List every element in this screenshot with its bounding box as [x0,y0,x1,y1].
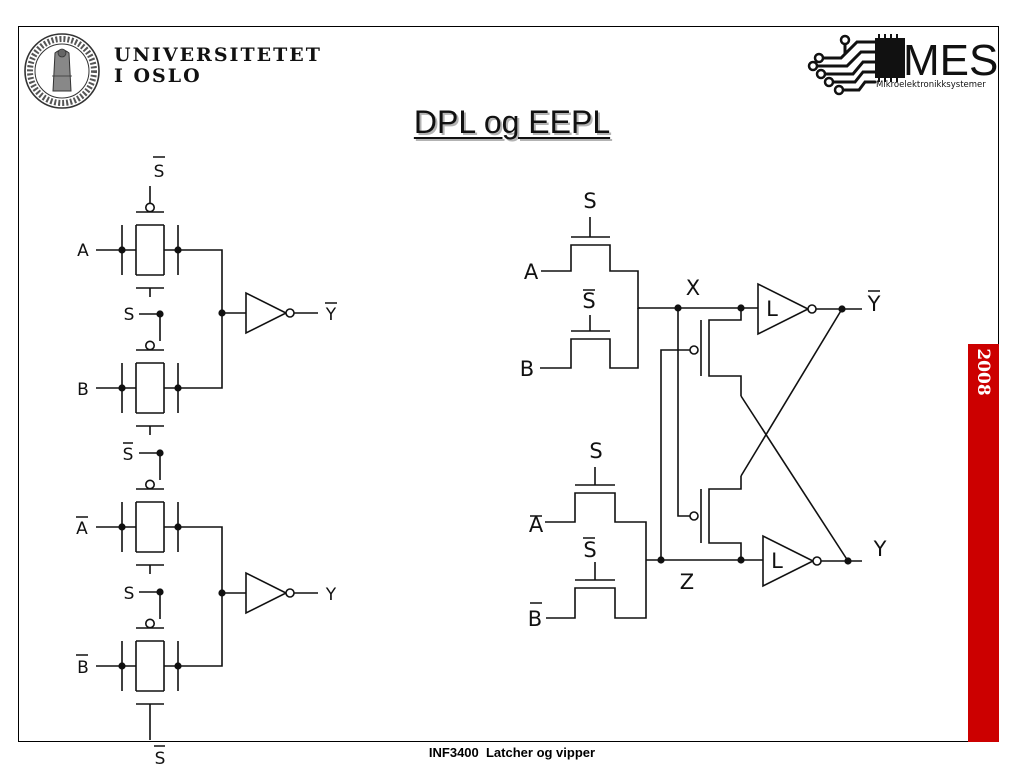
eepl-buffer-bottom [762,534,815,588]
eepl-labels: S A S B X L Y S A S B Z L Y [520,189,887,631]
dpl-label-abar: A [76,519,88,539]
university-name-line2: I OSLO [114,65,202,87]
eepl-schematic [530,217,880,619]
university-seal-icon [24,33,100,109]
mes-logo: MES Mikroelektronikksystemer [807,34,998,96]
eepl-label-sbar-bot: S [583,538,596,562]
eepl-label-x: X [686,276,700,300]
dpl-labels: S A S B S A S B S Y Y [76,162,337,768]
eepl-label-a: A [524,260,539,284]
dpl-transmission-gate-b [118,340,182,436]
eepl-label-ybar: Y [867,292,881,316]
eepl-label-y: Y [873,537,887,561]
eepl-label-l-bot: L [771,549,783,573]
year-band [968,344,999,742]
eepl-label-bbar: B [528,607,542,631]
dpl-label-out-bar: Y [325,305,337,325]
dpl-label-s1: S [124,305,135,325]
footer-text: INF3400 Latcher og vipper [428,745,596,760]
eepl-label-s-bot: S [589,439,602,463]
eepl-label-sbar-top: S [582,289,595,313]
mes-logo-subtitle: Mikroelektronikksystemer [876,80,986,90]
dpl-schematic [76,156,337,747]
eepl-label-z: Z [680,570,694,594]
eepl-label-b: B [520,357,534,381]
dpl-transmission-gate-abar [118,479,182,575]
eepl-label-abar: A [529,513,544,537]
dpl-label-a: A [77,241,89,261]
dpl-transmission-gate-bbar [118,618,182,714]
dpl-inverter-top [245,291,288,335]
dpl-label-out: Y [325,585,337,605]
dpl-label-sbar-bottom: S [155,749,166,768]
eepl-label-s-top: S [583,189,596,213]
slide-title: DPL og EEPL [413,104,611,140]
eepl-label-l-top: L [766,297,778,321]
university-name-line1: UNIVERSITETET [114,44,322,66]
dpl-label-b: B [77,380,89,400]
eepl-buffer-top [757,282,810,336]
dpl-label-bbar: B [77,658,89,678]
dpl-label-sbar-mid: S [123,445,134,465]
dpl-label-sbar-top: S [154,162,165,182]
dpl-transmission-gate-a [118,202,182,298]
mes-logo-text: MES [903,36,998,85]
dpl-inverter-bottom [245,571,288,615]
dpl-label-s2: S [124,584,135,604]
